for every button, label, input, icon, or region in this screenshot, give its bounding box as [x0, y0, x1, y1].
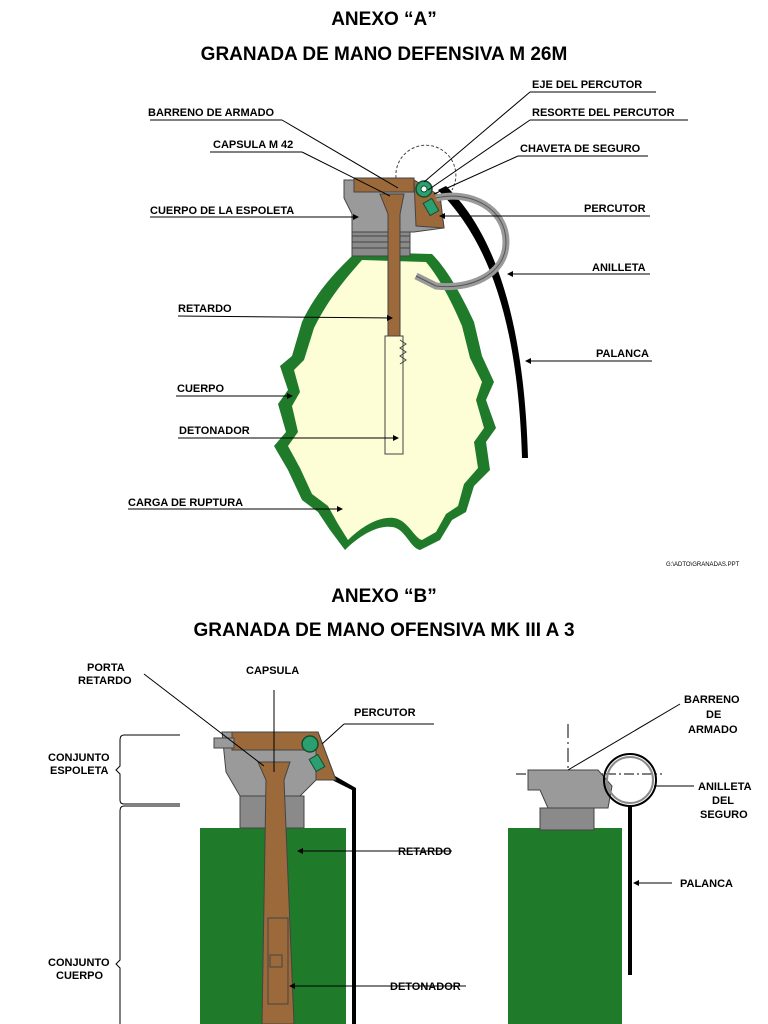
label-conjunto-espoleta: CONJUNTO: [48, 752, 110, 764]
label-anilleta-del: DEL: [712, 795, 734, 807]
label-carga-ruptura: CARGA DE RUPTURA: [128, 497, 243, 509]
label-cuerpo-espoleta: CUERPO DE LA ESPOLETA: [150, 205, 294, 217]
label-eje-percutor: EJE DEL PERCUTOR: [532, 79, 642, 91]
annex-b-subtitle: GRANADA DE MANO OFENSIVA MK III A 3: [193, 620, 575, 641]
lever-b: [328, 772, 356, 1024]
annex-b-title: ANEXO “B”: [331, 586, 437, 607]
label-cuerpo-b: CUERPO: [56, 970, 104, 982]
striker-icon-b: [301, 735, 319, 753]
label-retardo-porta: RETARDO: [78, 675, 132, 687]
grenade-m26m: [274, 144, 528, 550]
annex-a-title: ANEXO “A”: [331, 9, 437, 30]
lever-a: [438, 186, 528, 458]
label-cuerpo: CUERPO: [177, 383, 225, 395]
label-chaveta-seguro: CHAVETA DE SEGURO: [520, 143, 641, 155]
label-conjunto-cuerpo: CONJUNTO: [48, 957, 110, 969]
label-barreno: BARRENO: [684, 694, 740, 706]
annex-a-subtitle: GRANADA DE MANO DEFENSIVA M 26M: [200, 44, 568, 65]
label-palanca-a: PALANCA: [596, 348, 649, 360]
label-porta: PORTA: [87, 662, 125, 674]
label-percutor-b: PERCUTOR: [354, 707, 416, 719]
label-capsula-m42: CAPSULA M 42: [213, 139, 293, 151]
label-capsula-b: CAPSULA: [246, 665, 299, 677]
label-retardo-b: RETARDO: [398, 846, 452, 858]
label-barreno-armado-b: ARMADO: [688, 724, 738, 736]
striker-icon: [422, 197, 440, 217]
label-retardo-a: RETARDO: [178, 303, 232, 315]
detonator-tube: [384, 335, 404, 455]
label-detonador-a: DETONADOR: [179, 425, 250, 437]
label-barreno-de: DE: [706, 709, 721, 721]
grenade-mk3-side: [508, 724, 662, 1024]
label-resorte-percutor: RESORTE DEL PERCUTOR: [532, 107, 675, 119]
label-anilleta-a: ANILLETA: [592, 262, 646, 274]
file-reference: G:\ADTO\GRANADAS.PPT: [666, 562, 740, 568]
label-anilleta-seguro: SEGURO: [700, 809, 748, 821]
label-percutor-a: PERCUTOR: [584, 203, 646, 215]
label-detonador-b: DETONADOR: [390, 981, 461, 993]
label-palanca-b: PALANCA: [680, 878, 733, 890]
fuze-neck: [351, 229, 411, 257]
label-anilleta-b: ANILLETA: [698, 781, 752, 793]
bracket-group: [115, 734, 180, 1024]
pull-ring-b: [603, 753, 657, 807]
grenade-mk3-section: [200, 690, 356, 1024]
label-barreno-armado: BARRENO DE ARMADO: [148, 107, 275, 119]
label-espoleta: ESPOLETA: [50, 765, 109, 777]
